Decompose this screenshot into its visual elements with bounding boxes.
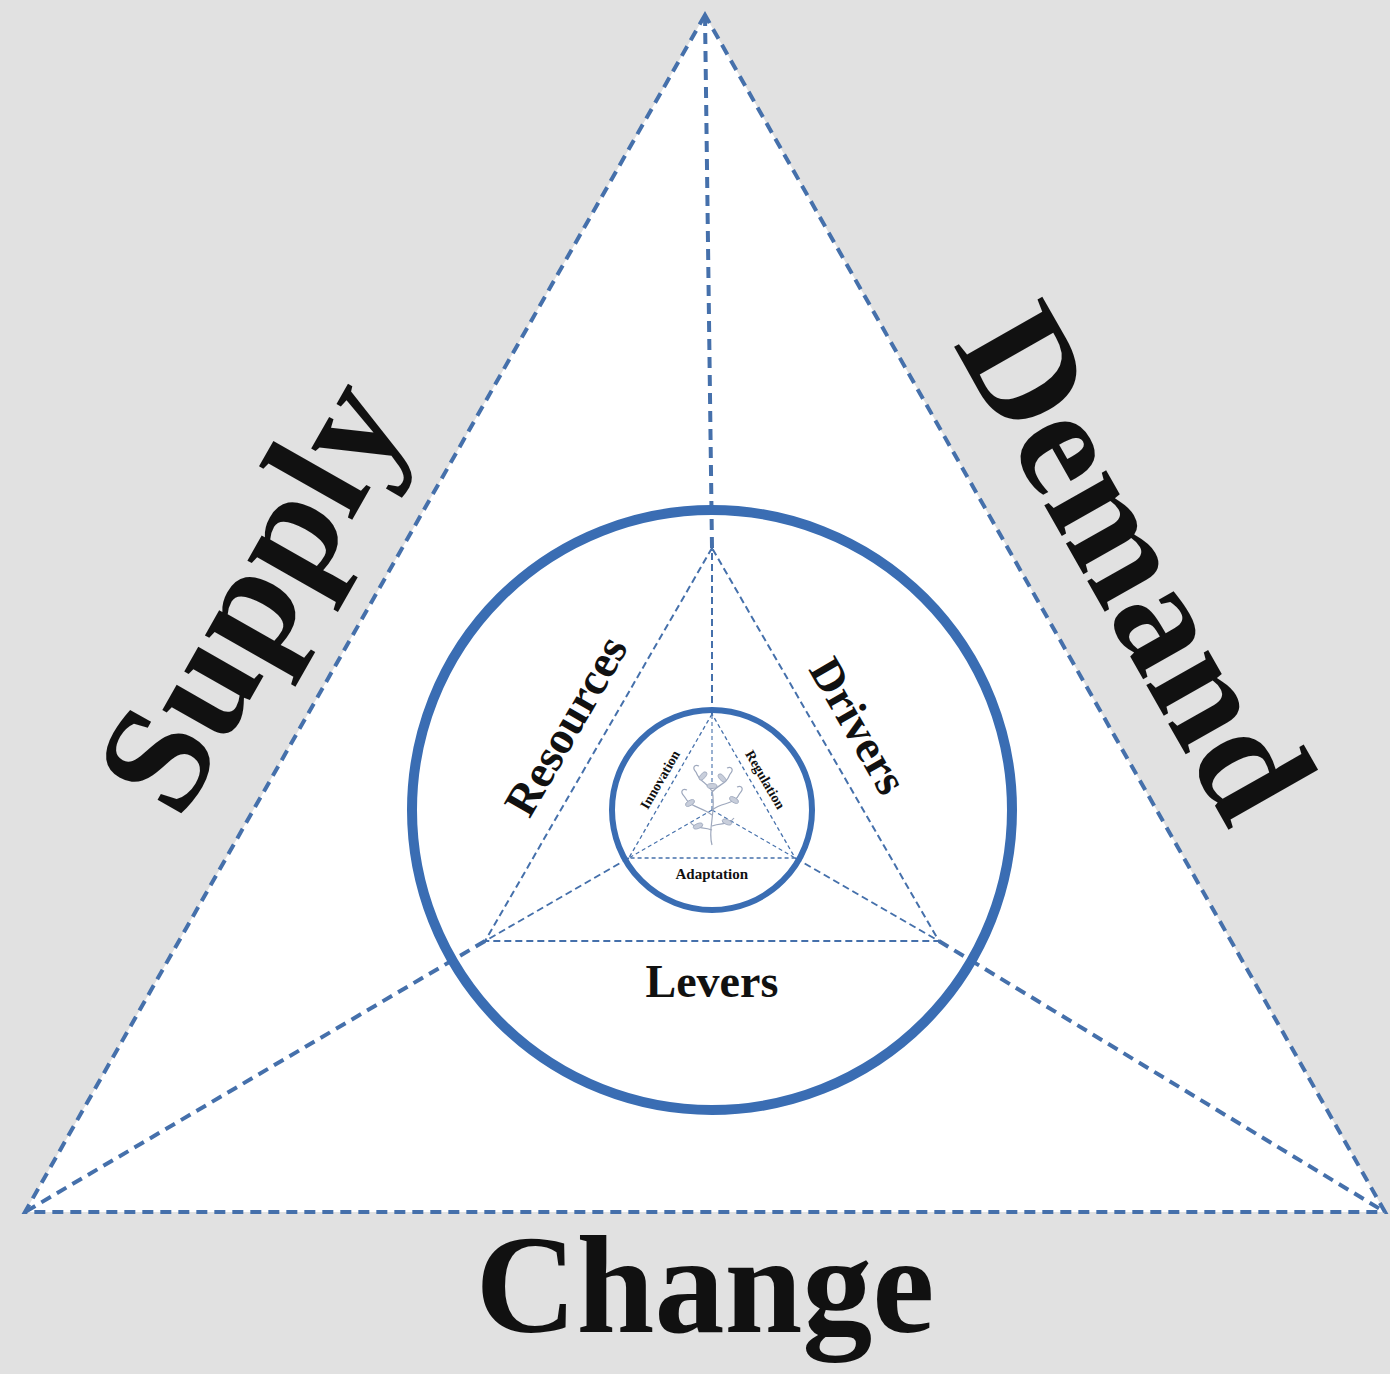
plant-leaf (684, 798, 695, 807)
spoke-line (711, 548, 713, 714)
plant-stroke (711, 790, 714, 845)
spoke-line (629, 810, 712, 858)
core-label: Innovation (638, 748, 683, 812)
spoke-line (25, 941, 485, 1212)
outer-triangle (25, 15, 1385, 1212)
ring-label: Levers (646, 959, 779, 1005)
plant-leaf (721, 818, 732, 826)
plant-stroke (684, 796, 712, 815)
spoke-line (939, 941, 1385, 1212)
plant-stroke (694, 765, 699, 772)
ring-label: Drivers (802, 650, 916, 801)
inner-ring-outline (609, 707, 815, 913)
side-label: Change (476, 1215, 935, 1355)
spoke-line (705, 15, 712, 548)
outer-ring: InnovationRegulationAdaptationResourcesD… (407, 505, 1017, 1115)
plant-sketch (682, 765, 742, 845)
plant-leaf (692, 822, 703, 830)
spoke-line (485, 858, 629, 941)
plant-stroke (727, 767, 732, 774)
ring-circle (612, 710, 812, 910)
plant-stroke (682, 789, 687, 796)
middle-triangle (485, 548, 939, 941)
core-label: Adaptation (676, 867, 749, 882)
spoke-line (712, 810, 795, 858)
plant-leaf (698, 771, 708, 782)
ring-circle (412, 510, 1012, 1110)
plant-stroke (712, 793, 740, 810)
plant-stroke (737, 786, 742, 793)
plant-stroke (690, 822, 712, 830)
spoke-line (795, 858, 939, 941)
inner-ring: InnovationRegulationAdaptation (609, 707, 815, 913)
plant-leaf (707, 784, 717, 789)
plant-leaf (717, 773, 727, 784)
plant-stroke (712, 818, 734, 826)
plant-leaf (728, 795, 739, 804)
core-triangle (629, 714, 795, 858)
